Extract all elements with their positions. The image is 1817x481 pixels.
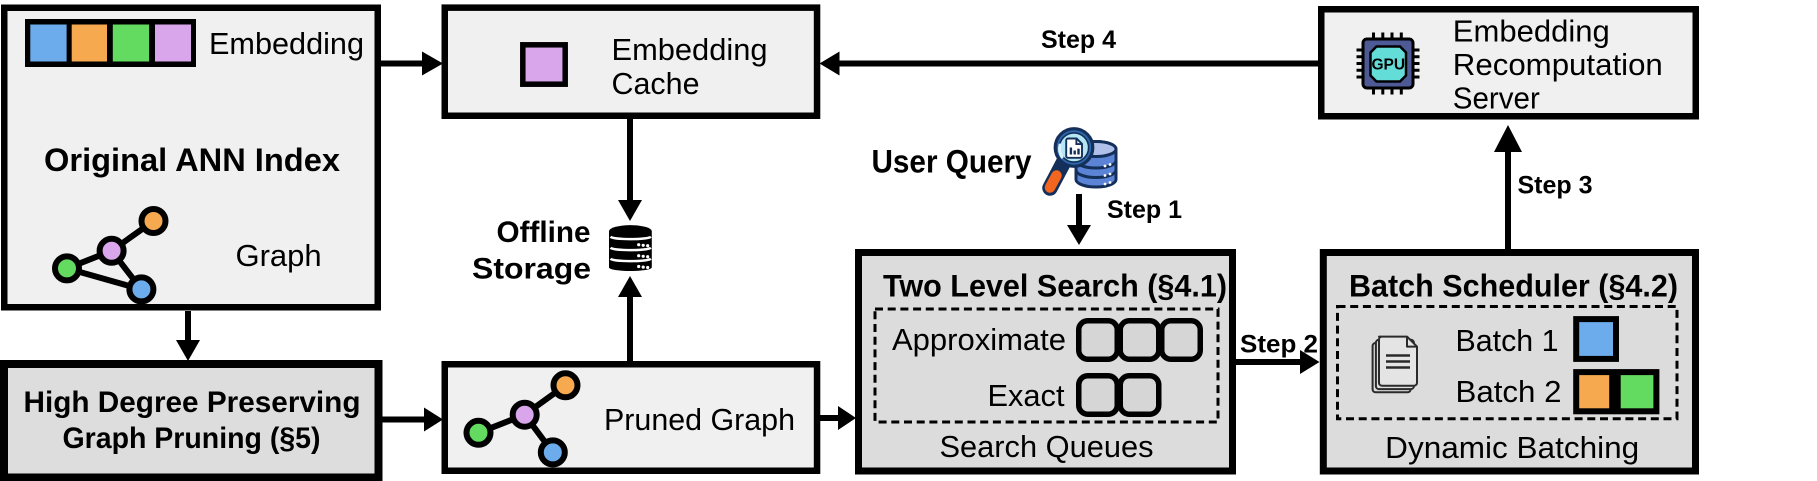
svg-text:Storage: Storage	[472, 253, 591, 286]
svg-text:Step 1: Step 1	[1107, 196, 1182, 224]
svg-text:Graph: Graph	[236, 238, 322, 273]
svg-text:GPU: GPU	[1372, 57, 1406, 74]
svg-text:Batch 1: Batch 1	[1456, 323, 1559, 358]
svg-text:Cache: Cache	[612, 66, 700, 101]
svg-text:Graph Pruning (§5): Graph Pruning (§5)	[63, 422, 321, 455]
svg-text:Approximate: Approximate	[892, 322, 1066, 357]
svg-text:Step 4: Step 4	[1041, 26, 1116, 54]
svg-text:Step 2: Step 2	[1240, 331, 1318, 359]
svg-text:Embedding: Embedding	[1453, 14, 1610, 49]
svg-text:User Query: User Query	[872, 143, 1032, 179]
svg-text:Original ANN Index: Original ANN Index	[44, 142, 340, 178]
svg-text:Exact: Exact	[988, 378, 1065, 413]
svg-text:Offline: Offline	[497, 216, 591, 249]
svg-text:Step 3: Step 3	[1518, 172, 1593, 200]
svg-text:Recomputation: Recomputation	[1453, 47, 1663, 82]
svg-text:Pruned Graph: Pruned Graph	[604, 402, 795, 437]
svg-text:Server: Server	[1453, 80, 1540, 115]
svg-text:Embedding: Embedding	[209, 26, 364, 61]
svg-text:Search Queues: Search Queues	[940, 429, 1154, 464]
svg-text:Dynamic Batching: Dynamic Batching	[1385, 430, 1639, 465]
svg-text:Two Level Search (§4.1): Two Level Search (§4.1)	[883, 268, 1227, 304]
svg-text:High Degree Preserving: High Degree Preserving	[24, 386, 361, 419]
svg-text:Embedding: Embedding	[612, 32, 768, 67]
svg-text:Batch 2: Batch 2	[1456, 374, 1562, 409]
svg-text:Batch Scheduler (§4.2): Batch Scheduler (§4.2)	[1349, 267, 1678, 303]
